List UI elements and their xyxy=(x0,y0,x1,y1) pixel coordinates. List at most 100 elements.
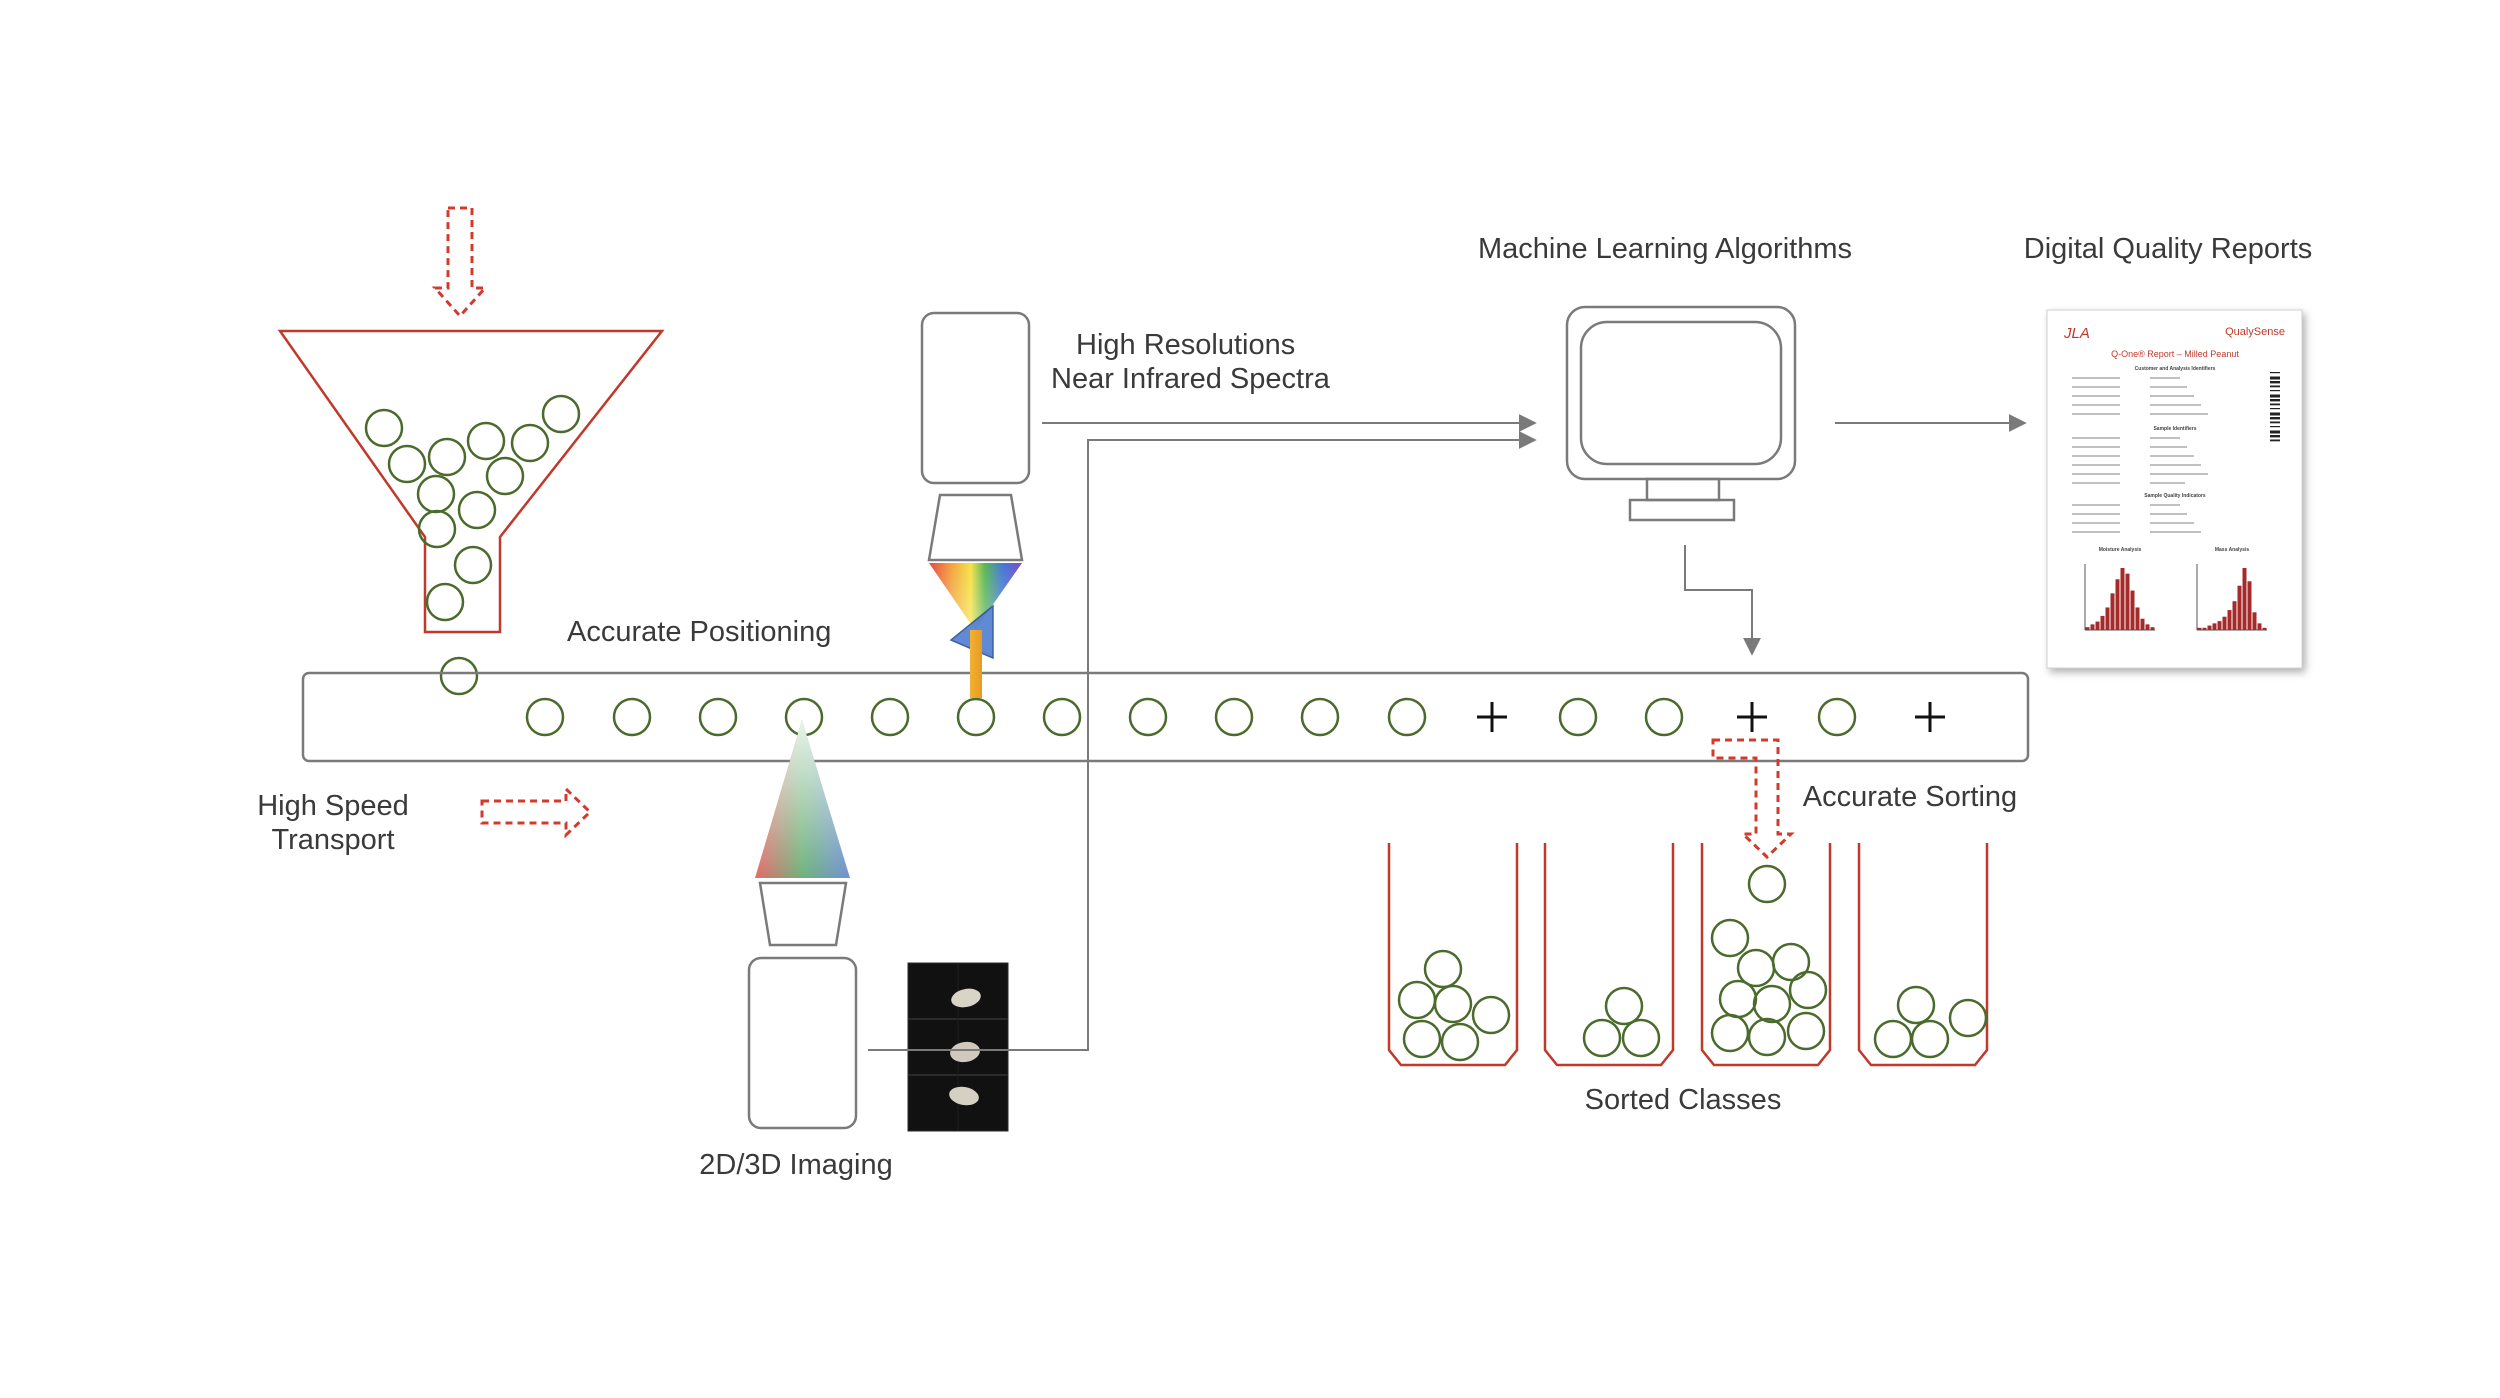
label-machine-learning: Machine Learning Algorithms xyxy=(1478,233,1852,265)
transport-arrow-icon xyxy=(480,785,593,839)
sorted-bin-2 xyxy=(1543,843,1675,1067)
histogram-bar xyxy=(2242,568,2247,630)
histogram-bar xyxy=(2110,593,2115,630)
histogram-bar xyxy=(2145,624,2150,630)
monitor-outer xyxy=(1565,305,1797,481)
histogram-bar xyxy=(2095,621,2100,630)
bean xyxy=(1433,984,1473,1024)
bean xyxy=(427,437,467,477)
report-section-3: Sample Quality Indicators xyxy=(2144,493,2206,499)
label-nir-2: Near Infrared Spectra xyxy=(1051,363,1331,395)
belt-bean xyxy=(698,697,738,737)
report-section-1: Customer and Analysis Identifiers xyxy=(2135,366,2216,372)
histogram-bar xyxy=(2105,607,2110,630)
bean xyxy=(485,456,525,496)
histogram-bar xyxy=(2090,624,2095,630)
bean xyxy=(417,509,457,549)
bean xyxy=(1873,1019,1913,1059)
imaging-thumbnail xyxy=(907,962,1009,1132)
histogram-bar xyxy=(2202,627,2207,630)
histogram-bar xyxy=(2232,601,2237,630)
bean xyxy=(387,444,427,484)
sorted-bin-3 xyxy=(1700,843,1832,1067)
histogram-bar xyxy=(2237,585,2242,630)
histogram-bar xyxy=(2100,615,2105,630)
sorted-bin-4 xyxy=(1857,843,1989,1067)
histogram-bar xyxy=(2227,610,2232,630)
bean xyxy=(466,421,506,461)
report-chart-right-title: Mass Analysis xyxy=(2215,547,2249,553)
belt-bean xyxy=(870,697,910,737)
histogram-bar xyxy=(2247,581,2252,630)
report-logo-left: JLA xyxy=(2063,325,2090,342)
belt-bean xyxy=(612,697,652,737)
bean xyxy=(425,582,465,622)
bean xyxy=(1786,1011,1826,1051)
quality-report-document xyxy=(2046,309,2303,669)
histogram-bar xyxy=(2207,625,2212,630)
belt-items xyxy=(525,697,1945,737)
ml-to-belt-line xyxy=(1684,545,1761,656)
belt-bean xyxy=(1300,697,1340,737)
label-sorted-classes: Sorted Classes xyxy=(1585,1084,1782,1116)
monitor-base xyxy=(1628,498,1736,522)
bean xyxy=(1423,949,1463,989)
bean xyxy=(364,408,404,448)
sorted-bin-1 xyxy=(1387,843,1519,1067)
sorted-bins xyxy=(1387,843,1989,1067)
belt-bean xyxy=(1387,697,1427,737)
camera-lens xyxy=(758,881,848,947)
quality-report-content: JLA QualySense Q-One® Report – Milled Pe… xyxy=(2063,325,2285,631)
bean xyxy=(1910,1019,1950,1059)
report-barcode xyxy=(2270,372,2280,442)
report-chart-left-title: Moisture Analysis xyxy=(2099,547,2142,553)
monitor-neck xyxy=(1645,477,1721,502)
bean xyxy=(1718,979,1758,1019)
histogram-bar xyxy=(2222,616,2227,630)
hopper-beans xyxy=(364,394,581,622)
histogram-bar xyxy=(2257,623,2262,630)
rejected-item-marker xyxy=(1737,702,1767,732)
report-chart-right xyxy=(2196,564,2267,631)
histogram-bar xyxy=(2115,579,2120,630)
bean xyxy=(541,394,581,434)
report-chart-left xyxy=(2084,564,2155,631)
histogram-bar xyxy=(2262,627,2267,630)
monitor-screen xyxy=(1579,320,1783,466)
bean xyxy=(1747,1017,1787,1057)
conveyor-belt xyxy=(301,671,2030,763)
bean xyxy=(1582,1018,1622,1058)
bean xyxy=(457,490,497,530)
nir-sensor-body xyxy=(920,311,1031,485)
histogram-bar xyxy=(2217,621,2222,630)
belt-bean xyxy=(1558,697,1598,737)
dropping-bean xyxy=(1747,864,1787,904)
bean xyxy=(1402,1019,1442,1059)
label-high-speed: High Speed xyxy=(257,790,409,822)
label-nir-1: High Resolutions xyxy=(1076,329,1295,361)
belt-bean xyxy=(525,697,565,737)
belt-bean xyxy=(1042,697,1082,737)
camera-to-ml-line xyxy=(868,431,1537,1051)
belt-bean xyxy=(1214,697,1254,737)
input-arrow-icon xyxy=(431,206,489,319)
report-section-2: Sample Identifiers xyxy=(2153,426,2196,432)
camera-body xyxy=(747,956,858,1130)
bean xyxy=(1440,1022,1480,1062)
bean xyxy=(416,474,456,514)
bean xyxy=(1710,918,1750,958)
belt-bean xyxy=(1644,697,1684,737)
bean xyxy=(1948,998,1988,1038)
histogram-bar xyxy=(2120,568,2125,630)
falling-bean xyxy=(439,656,479,696)
label-transport: Transport xyxy=(271,824,394,856)
bean xyxy=(1788,970,1828,1010)
bean xyxy=(1752,984,1792,1024)
belt-bean xyxy=(1817,697,1857,737)
bean xyxy=(1397,980,1437,1020)
bean xyxy=(1471,995,1511,1035)
histogram-bar xyxy=(2150,627,2155,630)
bean xyxy=(1771,942,1811,982)
histogram-bar xyxy=(2140,618,2145,630)
